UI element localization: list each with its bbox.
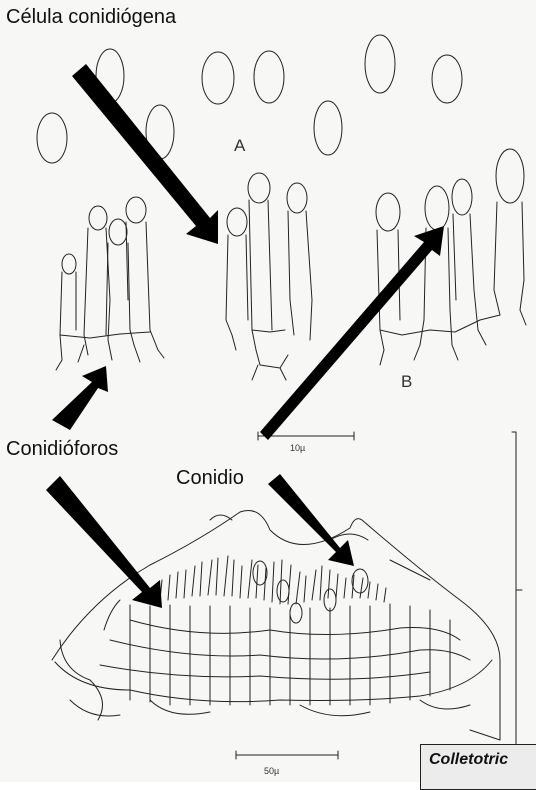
- conidiophore-group-left: [56, 197, 164, 370]
- conidium-shape: [37, 113, 67, 163]
- scale-label-top: 10µ: [290, 443, 305, 453]
- species-caption-box: Colletotric: [420, 744, 536, 790]
- label-conidium: Conidio: [176, 467, 244, 490]
- conidium-shape: [254, 51, 284, 103]
- arrow-to-acervulus: [46, 476, 162, 608]
- label-panel-a: A: [234, 136, 245, 156]
- conidium-shape: [202, 52, 234, 104]
- arrow-to-acervulus-conidium: [268, 474, 354, 566]
- conidium-shape: [314, 101, 342, 155]
- conidiophore-group-a: [226, 173, 312, 380]
- side-bracket: [512, 432, 522, 745]
- arrow-to-conidiophores: [52, 366, 108, 430]
- scale-label-bottom: 50µ: [264, 766, 279, 776]
- conidium-shape: [432, 55, 462, 103]
- scale-bar-bottom: [236, 751, 338, 759]
- acervulus-section: [52, 510, 500, 740]
- conidiophore-group-b: [376, 149, 526, 365]
- label-panel-b: B: [401, 372, 412, 392]
- label-conidiogenous-cell: Célula conidiógena: [6, 6, 176, 29]
- conidium-shape: [365, 35, 395, 93]
- arrow-to-conidium-b: [260, 226, 444, 440]
- species-caption: Colletotric: [429, 751, 508, 769]
- label-conidiophores: Conidióforos: [6, 438, 118, 461]
